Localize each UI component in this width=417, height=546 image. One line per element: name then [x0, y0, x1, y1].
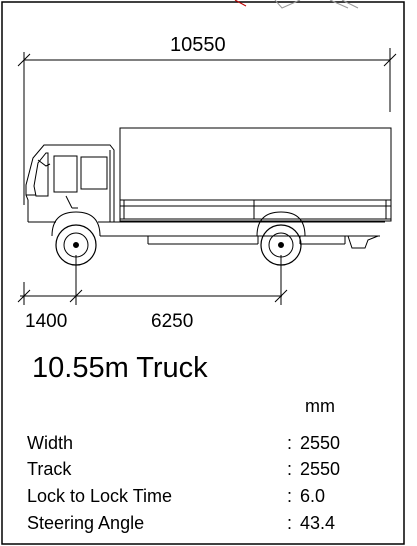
front-overhang-label: 1400: [25, 311, 68, 332]
truck-drawing: [25, 127, 392, 249]
spec-separator: :: [287, 433, 293, 453]
windshield: [33, 152, 49, 197]
diagram-border: [1, 1, 405, 545]
cargo-box: [119, 127, 392, 222]
spec-separator: :: [287, 486, 293, 506]
overall-length-label: 10550: [170, 34, 226, 56]
top-edge-decoration: [234, 0, 359, 9]
cab-side-window-2: [80, 156, 108, 190]
spec-separator: :: [287, 459, 293, 479]
cab-side-window-1: [53, 155, 78, 193]
units-label: mm: [305, 396, 335, 416]
spec-lock-time-value: 6.0: [300, 486, 326, 506]
spec-width-value: 2550: [300, 433, 341, 453]
spec-separator: :: [287, 513, 293, 533]
spec-steering-angle-label: Steering Angle: [27, 513, 145, 533]
bottom-dimension: [17, 255, 288, 305]
cab: [25, 144, 115, 222]
overall-length-dimension: [17, 48, 397, 205]
spec-track-value: 2550: [300, 459, 341, 479]
spec-width-label: Width: [27, 433, 74, 453]
spec-track-label: Track: [27, 459, 72, 479]
spec-steering-angle-value: 43.4: [300, 513, 336, 533]
vehicle-title: 10.55m Truck: [32, 352, 208, 384]
spec-lock-time-label: Lock to Lock Time: [27, 486, 173, 506]
front-wheel: [55, 224, 97, 266]
rear-wheel: [260, 224, 302, 266]
wheelbase-label: 6250: [151, 311, 194, 332]
